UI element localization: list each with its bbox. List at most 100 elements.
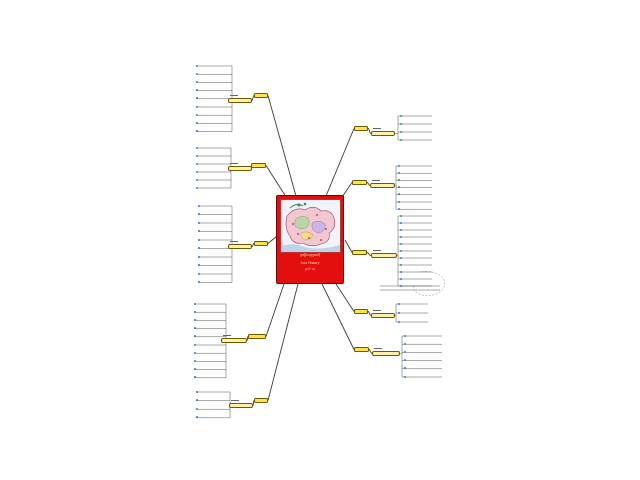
leaf-topic[interactable] [196,178,229,182]
leaf-topic[interactable] [194,343,224,347]
leaf-topic[interactable] [196,399,228,403]
leaf-topic[interactable] [194,318,224,322]
leaf-topic[interactable] [400,249,432,253]
leaf-topic[interactable] [198,238,230,242]
leaf-topic[interactable] [400,277,432,281]
branch-node[interactable] [354,309,368,314]
bullet-icon [198,221,200,224]
leaf-topic[interactable] [404,334,442,338]
leaf-topic[interactable] [398,200,432,204]
branch-node[interactable] [254,241,268,246]
leaf-topic[interactable] [194,327,224,331]
leaf-topic[interactable] [196,89,230,93]
leaf-topic[interactable] [196,130,230,134]
leaf-topic[interactable] [400,122,432,126]
sub-topic-node[interactable] [228,244,252,249]
leaf-topic[interactable] [404,359,442,363]
leaf-topic[interactable] [194,335,224,339]
branch-node[interactable] [354,126,368,131]
leaf-topic[interactable] [196,416,228,420]
branch-node[interactable] [254,93,268,98]
leaf-topic[interactable] [198,221,230,225]
sub-topic-node[interactable] [371,131,395,136]
leaf-topic[interactable] [194,359,224,363]
sub-topic-node[interactable] [372,351,400,356]
leaf-topic[interactable] [404,367,442,371]
branch-node[interactable] [354,347,369,352]
leaf-topic[interactable] [400,242,432,246]
leaf-topic[interactable] [400,130,432,134]
sub-topic-node[interactable] [371,253,397,258]
leaf-topic[interactable] [398,207,432,211]
leaf-topic[interactable] [196,121,230,125]
branch-node[interactable] [352,250,367,255]
leaf-topic[interactable] [198,247,230,251]
leaf-topic[interactable] [196,105,230,109]
branch-edge [265,283,285,337]
sub-topic-node[interactable] [228,166,252,171]
sub-topic-node[interactable] [228,98,252,103]
leaf-topic[interactable] [404,342,442,346]
leaf-topic[interactable] [404,375,442,379]
leaf-topic[interactable] [194,351,224,355]
leaf-topic[interactable] [398,186,432,190]
central-topic[interactable]: ប្រវត្តិសាស្ត្រអាស៊ី Asia History ថ្នាក់… [276,195,344,284]
sub-topic-node[interactable] [221,338,247,343]
sub-topic-node[interactable] [370,183,395,188]
leaf-topic[interactable] [400,138,432,142]
sub-topic-marker [230,240,238,243]
leaf-topic[interactable] [196,186,229,190]
leaf-topic[interactable] [198,264,230,268]
leaf-topic[interactable] [400,256,432,260]
leaf-topic[interactable] [196,80,230,84]
leaf-topic[interactable] [196,113,230,117]
branch-node[interactable] [254,398,268,403]
leaf-topic[interactable] [196,72,230,76]
leaf-topic[interactable] [400,114,432,118]
leaf-topic[interactable] [194,310,224,314]
leaf-topic[interactable] [400,221,432,225]
bullet-icon [194,318,196,321]
leaf-topic[interactable] [196,146,229,150]
bullet-icon [194,351,196,354]
leaf-topic[interactable] [400,228,432,232]
leaf-topic[interactable] [198,204,230,208]
leaf-topic[interactable] [194,302,224,306]
branch-node[interactable] [251,163,266,168]
leaf-topic[interactable] [398,164,432,168]
bullet-icon [400,214,402,217]
leaf-topic[interactable] [198,272,230,276]
bullet-icon [400,235,402,238]
bullet-icon [400,242,402,245]
leaf-topic[interactable] [196,64,230,68]
leaf-topic[interactable] [398,311,428,315]
leaf-topic[interactable] [404,350,442,354]
leaf-topic[interactable] [196,170,229,174]
leaf-topic[interactable] [196,407,228,411]
bullet-icon [198,230,200,232]
branch-node[interactable] [248,334,266,339]
leaf-topic[interactable] [400,263,432,267]
leaf-topic[interactable] [196,97,230,101]
leaf-topic[interactable] [398,320,428,324]
leaf-topic[interactable] [400,270,432,274]
branch-node[interactable] [352,180,367,185]
leaf-topic[interactable] [398,193,432,197]
leaf-topic[interactable] [400,284,432,288]
leaf-topic[interactable] [400,235,432,239]
leaf-topic[interactable] [400,214,432,218]
leaf-topic[interactable] [198,230,230,234]
leaf-topic[interactable] [196,390,228,394]
leaf-topic[interactable] [194,376,224,380]
leaf-topic[interactable] [398,302,428,306]
sub-topic-node[interactable] [371,313,395,318]
leaf-topic[interactable] [194,368,224,372]
leaf-topic[interactable] [196,154,229,158]
leaf-topic[interactable] [198,213,230,217]
leaf-topic[interactable] [398,171,432,175]
leaf-topic[interactable] [196,162,229,166]
sub-topic-node[interactable] [229,403,253,408]
leaf-topic[interactable] [398,178,432,182]
leaf-topic[interactable] [198,281,230,285]
leaf-topic[interactable] [198,255,230,259]
